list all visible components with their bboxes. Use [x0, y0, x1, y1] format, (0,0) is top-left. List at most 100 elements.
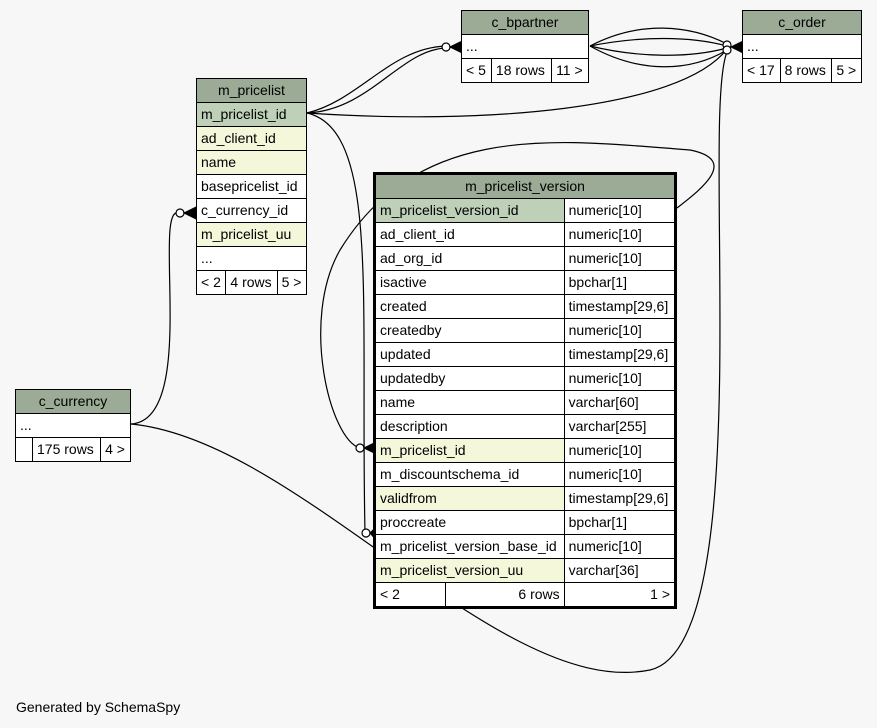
column-name: validfrom: [374, 486, 565, 511]
table-title[interactable]: m_pricelist: [196, 78, 307, 103]
column-m-pricelist-uu: m_pricelist_uu: [196, 222, 307, 247]
children-count: 11 >: [551, 58, 589, 83]
column-m-pricelist-id: m_pricelist_id: [196, 102, 307, 127]
column-name: created: [374, 294, 565, 319]
edge-bpartner-order-1: [589, 27, 728, 47]
column-name: m_pricelist_version_base_id: [374, 534, 565, 559]
column-basepricelist-id: basepricelist_id: [196, 174, 307, 199]
column-name: description: [374, 414, 565, 439]
table-m-pricelist-version[interactable]: m_pricelist_version m_pricelist_version_…: [373, 172, 677, 609]
column-name: m_discountschema_id: [374, 462, 565, 487]
row-count: 6 rows: [444, 582, 565, 608]
table-c-currency[interactable]: c_currency ... 175 rows 4 >: [15, 389, 131, 462]
parents-count: < 17: [742, 58, 781, 83]
edge-pricelist-order: [306, 48, 728, 118]
children-count: 5 >: [831, 58, 862, 83]
table-title[interactable]: c_currency: [15, 389, 131, 414]
table-title[interactable]: c_order: [742, 10, 862, 35]
column-type: numeric[10]: [563, 222, 677, 247]
edge-version-order: [320, 141, 715, 449]
column-name: name: [374, 390, 565, 415]
children-count: 5 >: [276, 270, 308, 295]
parents-count: < 2: [374, 582, 446, 608]
edge-bpartner-order-2: [589, 37, 728, 47]
edge-currency-pricelist: [130, 212, 181, 425]
table-title[interactable]: c_bpartner: [461, 10, 589, 35]
column-type: numeric[10]: [563, 318, 677, 343]
column-c-currency-id: c_currency_id: [196, 198, 307, 223]
column-type: bpchar[1]: [563, 510, 677, 535]
column-type: numeric[10]: [563, 246, 677, 271]
table-title[interactable]: m_pricelist_version: [374, 173, 676, 199]
column-name: m_pricelist_id: [374, 438, 565, 463]
parents-count: < 2: [195, 270, 227, 295]
edge-pricelist-version: [306, 112, 366, 534]
edge-end-circle: [361, 528, 371, 538]
crowfoot-arrow: [182, 206, 197, 220]
row-count: 8 rows: [779, 58, 833, 83]
edge-pricelist-bpartner-1: [306, 45, 447, 114]
column-name: ad_org_id: [374, 246, 565, 271]
edge-end-circle: [441, 42, 451, 52]
table-c-bpartner[interactable]: c_bpartner ... < 5 18 rows 11 >: [461, 10, 589, 83]
table-c-order[interactable]: c_order ... < 17 8 rows 5 >: [742, 10, 862, 83]
row-count: 175 rows: [31, 437, 102, 462]
column-type: numeric[10]: [563, 198, 677, 223]
column-ellipsis: ...: [461, 34, 589, 59]
table-m-pricelist[interactable]: m_pricelist m_pricelist_id ad_client_id …: [195, 78, 308, 295]
column-type: timestamp[29,6]: [563, 486, 677, 511]
row-count: 4 rows: [225, 270, 278, 295]
column-type: bpchar[1]: [563, 270, 677, 295]
column-ellipsis: ...: [742, 34, 862, 59]
column-type: timestamp[29,6]: [563, 342, 677, 367]
column-name: updated: [374, 342, 565, 367]
column-name: updatedby: [374, 366, 565, 391]
column-type: numeric[10]: [563, 462, 677, 487]
column-type: numeric[10]: [563, 366, 677, 391]
column-type: numeric[10]: [563, 438, 677, 463]
edge-end-circle: [355, 443, 365, 453]
column-ellipsis: ...: [196, 246, 307, 271]
column-type: numeric[10]: [563, 534, 677, 559]
column-type: varchar[36]: [563, 558, 677, 583]
edge-end-circle: [722, 45, 732, 55]
edge-currency-order: [130, 51, 728, 673]
edge-end-circle: [175, 208, 185, 218]
column-ellipsis: ...: [15, 413, 131, 438]
column-name: proccreate: [374, 510, 565, 535]
column-name: isactive: [374, 270, 565, 295]
column-name: ad_client_id: [374, 222, 565, 247]
column-ad-client-id: ad_client_id: [196, 126, 307, 151]
children-count: 1 >: [563, 582, 677, 608]
edge-bpartner-order-4: [589, 45, 728, 68]
column-name: m_pricelist_version_uu: [374, 558, 565, 583]
column-type: varchar[255]: [563, 414, 677, 439]
column-name: createdby: [374, 318, 565, 343]
column-name: name: [196, 150, 307, 175]
parents-count: < 5: [461, 58, 492, 83]
generated-by-label: Generated by SchemaSpy: [16, 699, 181, 715]
parents-count: [15, 437, 33, 462]
edge-pricelist-bpartner-2: [306, 47, 447, 114]
column-type: varchar[60]: [563, 390, 677, 415]
column-name: m_pricelist_version_id: [374, 198, 565, 223]
row-count: 18 rows: [490, 58, 553, 83]
column-type: timestamp[29,6]: [563, 294, 677, 319]
children-count: 4 >: [100, 437, 131, 462]
